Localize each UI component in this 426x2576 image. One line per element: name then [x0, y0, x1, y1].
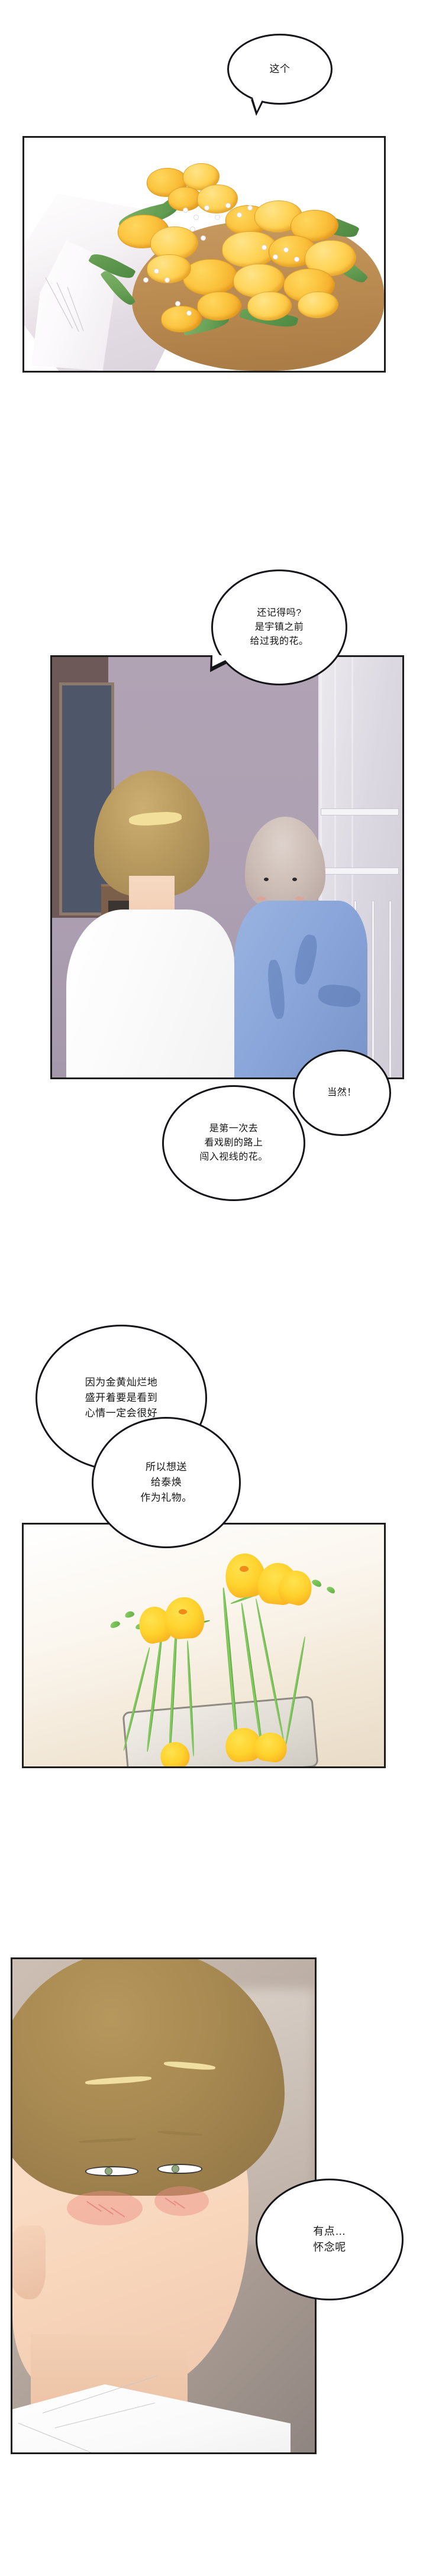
- character-blue-sweater: [234, 901, 367, 1077]
- character-white-sweatshirt: [66, 909, 234, 1077]
- baby-breath: [204, 205, 209, 211]
- window-baluster: [389, 901, 392, 1077]
- baby-breath: [200, 235, 206, 241]
- bubble-line: 还记得吗?: [257, 607, 302, 618]
- baby-breath: [189, 226, 195, 232]
- blush-right: [295, 897, 305, 901]
- baby-breath: [225, 203, 231, 209]
- bouquet-flower: [161, 305, 202, 332]
- bubble-line: 有点…: [313, 2225, 346, 2237]
- baby-breath: [164, 277, 170, 283]
- eye-left: [264, 878, 269, 882]
- blush-left: [257, 897, 266, 901]
- bouquet-flower: [222, 231, 277, 267]
- bubble-line: 是第一次去: [209, 1123, 259, 1134]
- window-rail: [320, 808, 399, 815]
- speech-bubble-this: 这个: [227, 34, 333, 105]
- panel-2: [50, 655, 404, 1079]
- character-front-hair: [244, 817, 325, 910]
- bouquet-flower: [196, 292, 241, 321]
- bouquet-flower: [298, 292, 338, 319]
- bubble-line: 闯入视线的花。: [199, 1152, 268, 1163]
- bubble-line: 这个: [269, 63, 291, 75]
- bubble-line: 所以想送: [146, 1461, 187, 1473]
- eye-right: [157, 2164, 202, 2174]
- baby-breath: [262, 245, 267, 251]
- iris-right: [171, 2165, 179, 2173]
- eye-left: [85, 2166, 139, 2177]
- panel-3: [22, 1523, 386, 1768]
- speech-bubble-gift: 所以想送 给泰焕 作为礼物。: [92, 1417, 241, 1548]
- bubble-line: 盛开着要是看到: [85, 1392, 158, 1404]
- bubble-line: 是宇镇之前: [254, 622, 304, 632]
- speech-bubble-remember: 还记得吗? 是宇镇之前 给过我的花。: [211, 569, 347, 685]
- bubble-line: 因为金黄灿烂地: [85, 1377, 158, 1389]
- character-ear: [12, 2225, 46, 2300]
- iris-left: [104, 2167, 112, 2176]
- speech-bubble-nostalgic: 有点… 怀念呢: [256, 2179, 404, 2300]
- bubble-line: 心情一定会很好: [85, 1407, 158, 1419]
- bubble-line: 当然！: [327, 1087, 357, 1098]
- baby-breath: [247, 205, 253, 211]
- bubble-line: 看戏剧的路上: [204, 1137, 263, 1148]
- freesia-core: [178, 1609, 187, 1615]
- baby-breath: [272, 254, 278, 260]
- baby-breath: [175, 300, 181, 306]
- baby-breath: [215, 215, 221, 221]
- baby-breath: [143, 277, 149, 283]
- bubble-line: 给过我的花。: [250, 636, 309, 647]
- baby-breath: [294, 256, 299, 262]
- window-baluster: [371, 901, 375, 1077]
- baby-breath: [153, 268, 159, 274]
- baby-breath: [182, 208, 188, 213]
- speech-bubble-tail: [89, 1526, 106, 1541]
- baby-breath: [186, 310, 192, 316]
- speech-bubble-firsttime: 是第一次去 看戏剧的路上 闯入视线的花。: [162, 1085, 305, 1201]
- speech-bubble-ofcourse: 当然！: [293, 1050, 391, 1136]
- blush-right: [154, 2186, 209, 2216]
- speech-bubble-tail-fill: [253, 98, 263, 111]
- window-rail: [320, 867, 399, 875]
- bouquet-flower: [196, 184, 238, 214]
- bubble-line: 怀念呢: [313, 2241, 346, 2253]
- character-back-hair: [94, 770, 210, 897]
- bouquet-flower: [247, 292, 292, 321]
- bubble-line: 给泰焕: [150, 1477, 182, 1488]
- baby-breath: [236, 212, 242, 218]
- baby-breath: [193, 215, 199, 221]
- bubble-line: 作为礼物。: [140, 1491, 192, 1503]
- eye-right: [292, 878, 297, 882]
- panel-1: [22, 136, 386, 373]
- freesia-core: [240, 1565, 249, 1572]
- panel-4: [11, 1957, 317, 2454]
- baby-breath: [283, 247, 289, 253]
